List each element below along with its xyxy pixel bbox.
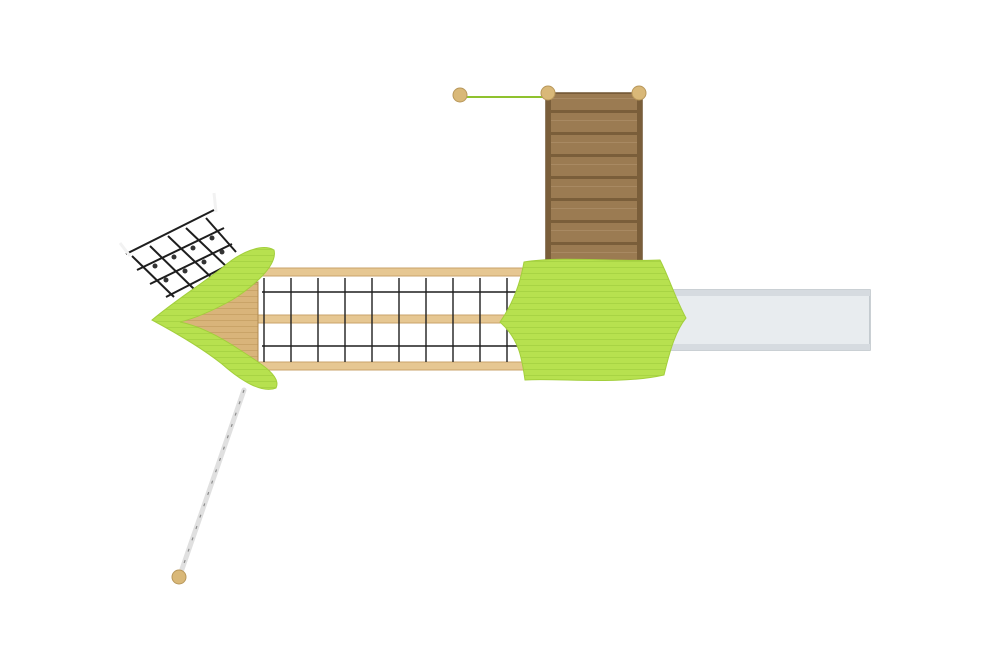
post-cap-icon [452,87,468,103]
rope-ladder [171,387,247,585]
front-canopy [151,247,278,390]
bridge-net [257,267,529,371]
post-cap-icon [631,85,647,101]
slide [663,289,871,351]
post-cap-icon [540,85,556,101]
post-cap-icon [171,569,187,585]
stair-ramp [540,85,647,266]
climbing-net [118,192,237,298]
roof-platform-canopy [499,258,687,382]
handrail-rope [452,87,548,103]
